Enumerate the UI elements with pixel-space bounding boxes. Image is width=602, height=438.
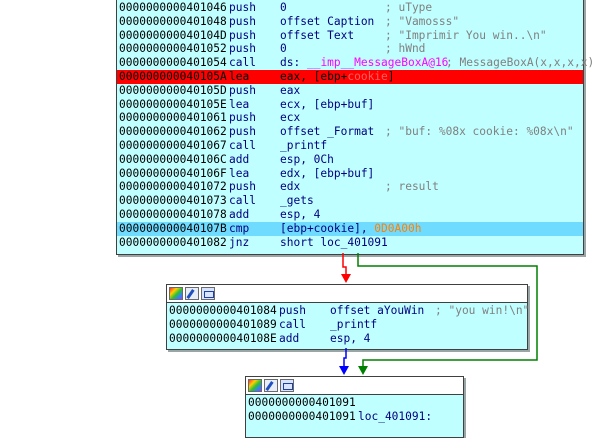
node-header xyxy=(167,285,527,303)
edge-true-branch xyxy=(357,253,538,375)
node-header xyxy=(246,377,463,395)
pen-icon[interactable] xyxy=(185,287,199,300)
graph-edges xyxy=(339,253,538,375)
edge-false-branch xyxy=(341,253,351,283)
palette-icon[interactable] xyxy=(248,379,262,392)
graph-icon[interactable] xyxy=(280,379,294,392)
pen-icon[interactable] xyxy=(264,379,278,392)
asm-line[interactable]: 0000000000401091 xyxy=(248,396,356,409)
palette-icon[interactable] xyxy=(169,287,183,300)
graph-icon[interactable] xyxy=(201,287,215,300)
edge-fallthrough xyxy=(339,348,349,375)
